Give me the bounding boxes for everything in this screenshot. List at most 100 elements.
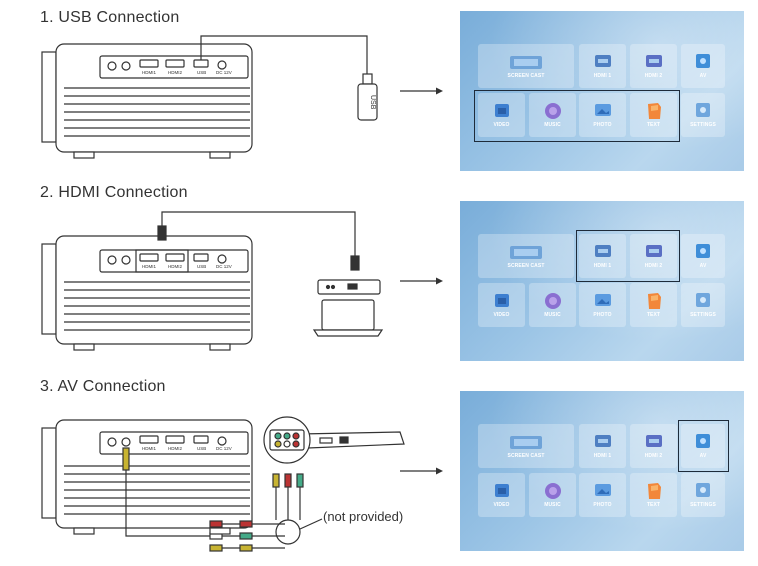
text-icon bbox=[647, 293, 661, 309]
selection-highlight bbox=[576, 230, 680, 282]
hdmi-connection-title: 2. HDMI Connection bbox=[40, 184, 188, 201]
gear-icon bbox=[696, 103, 710, 117]
usb-cable bbox=[200, 35, 368, 74]
menu-tile-music[interactable]: MUSIC bbox=[529, 473, 576, 517]
menu-tile-av[interactable]: AV bbox=[681, 44, 725, 88]
usb-port-label: USB bbox=[197, 446, 206, 451]
menu-tile-photo[interactable]: PHOTO bbox=[579, 473, 626, 517]
av-port-icon bbox=[121, 437, 131, 447]
menu-tile-video[interactable]: VIDEO bbox=[478, 283, 525, 327]
hdmi1-port-label: HDMI1 bbox=[142, 446, 156, 451]
menu-tile-music[interactable]: MUSIC bbox=[529, 283, 576, 327]
menu-tile-screen-cast[interactable]: SCREEN CAST bbox=[478, 424, 574, 468]
av-icon bbox=[696, 54, 710, 68]
menu-tile-screen-cast[interactable]: SCREEN CAST bbox=[478, 44, 574, 88]
hdmi2-port-label: HDMI2 bbox=[168, 264, 182, 269]
menu-label-screen-cast: SCREEN CAST bbox=[507, 73, 545, 79]
av-menu-screen: SCREEN CAST HDMI 1 HDMI 2 AV VIDEO MUSIC… bbox=[460, 391, 744, 551]
photo-icon bbox=[594, 484, 611, 496]
photo-icon bbox=[594, 104, 611, 116]
menu-tile-hdmi2[interactable]: HDMI 2 bbox=[630, 44, 677, 88]
menu-tile-av[interactable]: AV bbox=[681, 424, 725, 468]
rca-cables bbox=[272, 473, 304, 520]
screen-cast-icon bbox=[510, 246, 542, 259]
menu-tile-video[interactable]: VIDEO bbox=[478, 473, 525, 517]
menu-tile-hdmi2[interactable]: HDMI 2 bbox=[630, 424, 677, 468]
video-icon bbox=[494, 104, 509, 117]
menu-tile-screen-cast[interactable]: SCREEN CAST bbox=[478, 234, 574, 278]
hdmi-diagram-svg: HDMI1 HDMI2 USB DC 12V bbox=[41, 211, 384, 351]
usb-stick-connector bbox=[362, 73, 373, 85]
menu-label-photo: PHOTO bbox=[593, 122, 612, 128]
photo-icon bbox=[594, 294, 611, 306]
menu-tile-video[interactable]: VIDEO bbox=[478, 93, 525, 137]
usb-port-label: USB bbox=[197, 70, 206, 75]
projector-vents bbox=[64, 465, 250, 515]
menu-label-video: VIDEO bbox=[493, 122, 510, 128]
adapter-callout-circle bbox=[275, 519, 301, 545]
menu-tile-hdmi1[interactable]: HDMI 1 bbox=[579, 234, 626, 278]
menu-tile-hdmi1[interactable]: HDMI 1 bbox=[579, 44, 626, 88]
video-icon bbox=[494, 294, 509, 307]
hdmi2-port-label: HDMI2 bbox=[168, 70, 182, 75]
hdmi-icon bbox=[594, 245, 611, 257]
hdmi-icon bbox=[645, 245, 662, 257]
av-cable bbox=[125, 448, 215, 537]
av-connection-title: 3. AV Connection bbox=[40, 378, 166, 395]
hdmi-icon bbox=[645, 55, 662, 67]
usb-connection-title: 1. USB Connection bbox=[40, 9, 180, 26]
video-icon bbox=[494, 484, 509, 497]
hdmi-cable bbox=[161, 211, 356, 258]
hdmi1-port bbox=[139, 59, 159, 68]
gear-icon bbox=[696, 483, 710, 497]
menu-label-music: MUSIC bbox=[544, 122, 561, 128]
hdmi1-port bbox=[139, 253, 159, 262]
hdmi-plug-projector bbox=[157, 225, 167, 241]
menu-label-music: MUSIC bbox=[544, 312, 561, 318]
hdmi-icon bbox=[594, 55, 611, 67]
menu-label-video: VIDEO bbox=[493, 312, 510, 318]
dc-port-label: DC 12V bbox=[216, 446, 232, 451]
menu-label-screen-cast: SCREEN CAST bbox=[507, 453, 545, 459]
menu-tile-photo[interactable]: PHOTO bbox=[579, 93, 626, 137]
menu-label-video: VIDEO bbox=[493, 502, 510, 508]
menu-tile-settings[interactable]: SETTINGS bbox=[681, 473, 725, 517]
menu-label-av: AV bbox=[699, 73, 707, 79]
menu-label-av: AV bbox=[699, 453, 707, 459]
hdmi1-port-label: HDMI1 bbox=[142, 70, 156, 75]
dc-port-icon bbox=[217, 60, 227, 70]
menu-label-hdmi2: HDMI 2 bbox=[644, 263, 663, 269]
not-provided-label: (not provided) bbox=[323, 509, 404, 524]
dc-port-label: DC 12V bbox=[216, 70, 232, 75]
menu-tile-text[interactable]: TEXT bbox=[630, 283, 677, 327]
menu-label-settings: SETTINGS bbox=[690, 122, 716, 128]
menu-label-settings: SETTINGS bbox=[690, 502, 716, 508]
menu-label-av: AV bbox=[699, 263, 707, 269]
menu-label-text: TEXT bbox=[646, 122, 661, 128]
selection-highlight bbox=[678, 420, 729, 472]
menu-label-hdmi1: HDMI 1 bbox=[593, 453, 612, 459]
menu-tile-settings[interactable]: SETTINGS bbox=[681, 283, 725, 327]
laptop-screen bbox=[321, 299, 375, 331]
av-connection-diagram: HDMI1 HDMI2 USB DC 12V bbox=[0, 392, 460, 566]
menu-tile-av[interactable]: AV bbox=[681, 234, 725, 278]
menu-tile-hdmi2[interactable]: HDMI 2 bbox=[630, 234, 677, 278]
menu-label-settings: SETTINGS bbox=[690, 312, 716, 318]
menu-tile-music[interactable]: MUSIC bbox=[529, 93, 576, 137]
projector-lens-plate bbox=[41, 51, 57, 143]
menu-tile-settings[interactable]: SETTINGS bbox=[681, 93, 725, 137]
menu-tile-text[interactable]: TEXT bbox=[630, 473, 677, 517]
hdmi2-port-label: HDMI2 bbox=[168, 446, 182, 451]
menu-tile-hdmi1[interactable]: HDMI 1 bbox=[579, 424, 626, 468]
menu-tile-photo[interactable]: PHOTO bbox=[579, 283, 626, 327]
hdmi-icon bbox=[594, 435, 611, 447]
av-icon bbox=[696, 244, 710, 258]
menu-tile-text[interactable]: TEXT bbox=[630, 93, 677, 137]
projector-vents bbox=[64, 281, 250, 331]
hdmi2-port bbox=[165, 59, 185, 68]
usb-stick-label: USB bbox=[369, 95, 376, 110]
menu-label-hdmi2: HDMI 2 bbox=[644, 453, 663, 459]
menu-label-photo: PHOTO bbox=[593, 312, 612, 318]
usb-connection-diagram: HDMI1 HDMI2 USB DC 12V USB bbox=[0, 28, 460, 178]
text-icon bbox=[647, 483, 661, 499]
